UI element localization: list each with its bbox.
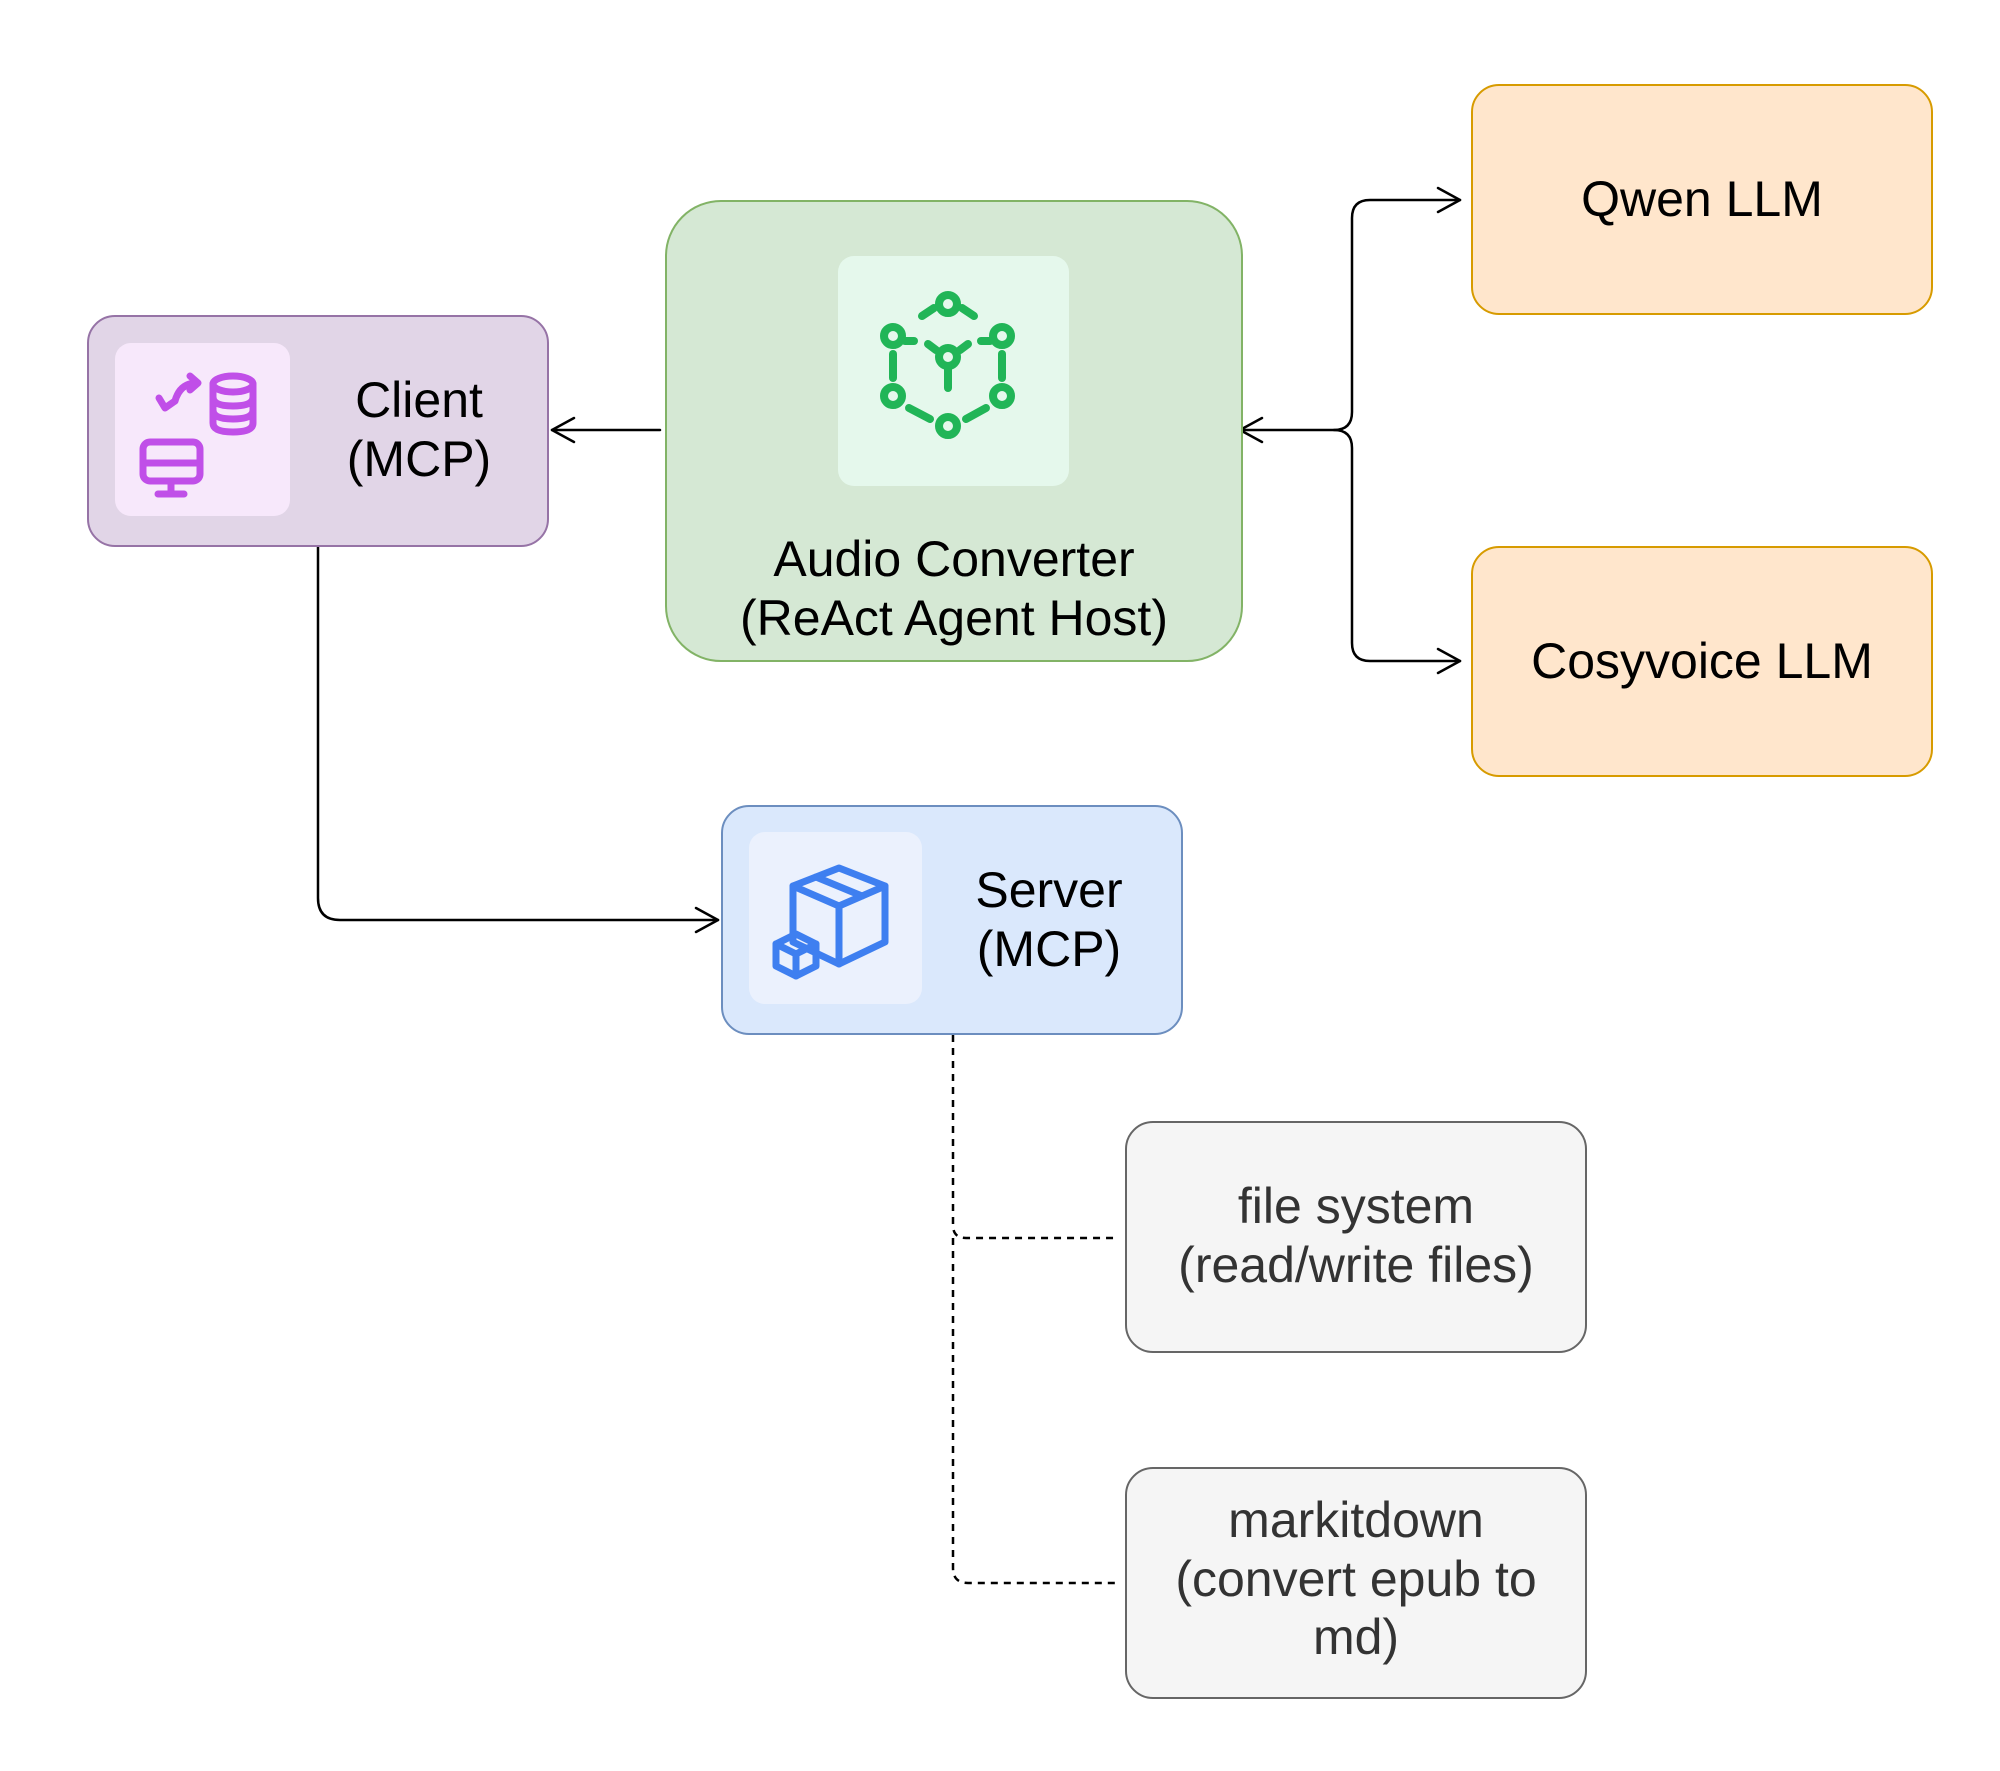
- qwen-llm-label: Qwen LLM: [1581, 171, 1823, 227]
- file-system-node[interactable]: [1125, 1121, 1587, 1353]
- data-transfer-icon: [139, 372, 257, 498]
- markitdown-node[interactable]: [1125, 1467, 1587, 1699]
- server-icon-tile: [749, 832, 922, 1004]
- arrowhead-qwen: [1436, 186, 1462, 214]
- agent-host-icon-tile: [838, 256, 1069, 486]
- cosyvoice-llm-node[interactable]: [1471, 546, 1933, 777]
- agent-host-label: Audio Converter (ReAct Agent Host): [740, 531, 1168, 646]
- edge-client-to-server: [316, 545, 720, 922]
- arrowhead-client: [550, 416, 576, 444]
- agent-network-icon: [880, 291, 1015, 439]
- edge-server-to-markitdown: [951, 1238, 1118, 1585]
- edge-llms-to-host-lower: [1332, 428, 1462, 663]
- qwen-llm-node[interactable]: [1471, 84, 1933, 315]
- edge-llms-to-host: [1238, 198, 1462, 432]
- arrowhead-server: [694, 906, 720, 934]
- package-cube-icon: [772, 864, 889, 980]
- file-system-label: file system (read/write files): [1178, 1178, 1534, 1293]
- client-icon-tile: [115, 343, 290, 516]
- edge-server-to-filesystem: [951, 1035, 1118, 1240]
- client-label: Client (MCP): [346, 372, 492, 487]
- arrowhead-cosyvoice: [1436, 647, 1462, 675]
- cosyvoice-llm-label: Cosyvoice LLM: [1531, 633, 1873, 689]
- server-label: Server (MCP): [975, 862, 1123, 977]
- markitdown-label: markitdown (convert epub to md): [1175, 1492, 1537, 1665]
